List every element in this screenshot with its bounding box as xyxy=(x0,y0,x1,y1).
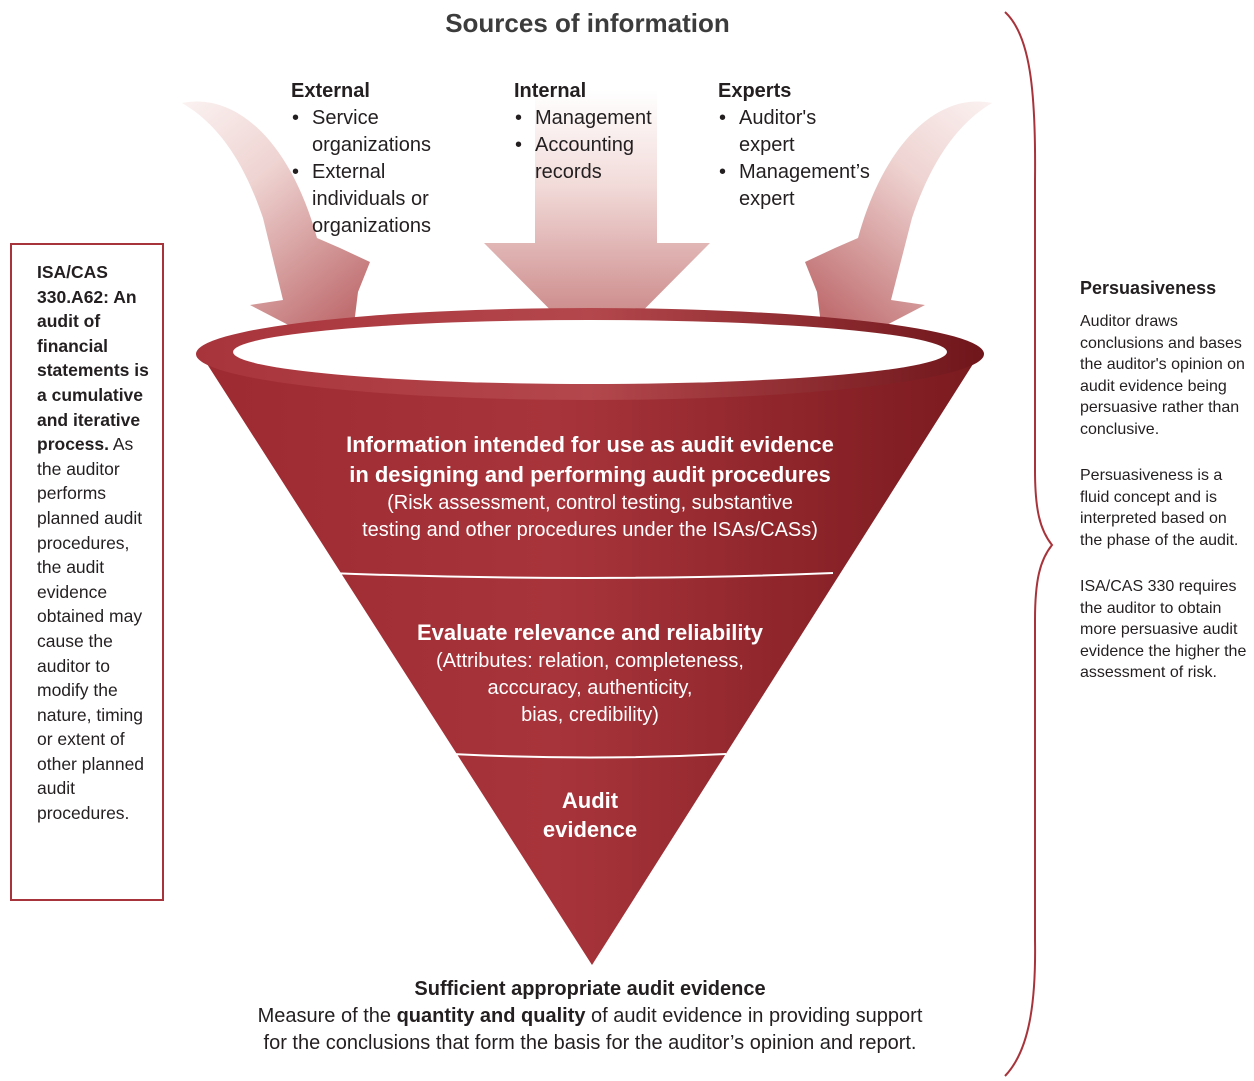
stage-subtext-line: testing and other procedures under the I… xyxy=(362,519,818,541)
bottom-line: Measure of the quantity and quality of a… xyxy=(130,1003,1050,1030)
persuasiveness-paragraph: Auditor draws conclusions and bases the … xyxy=(1080,313,1245,438)
diagram-title: Sources of information xyxy=(445,8,730,38)
stage-heading-line: Information intended for use as audit ev… xyxy=(346,432,834,457)
stage-divider-2 xyxy=(451,753,727,759)
funnel-opening xyxy=(233,320,947,384)
isa-note-bold: ISA/CAS 330.A62: An audit of financial s… xyxy=(37,262,149,455)
source-internal: Internal Management Accounting records xyxy=(514,78,705,186)
stage-divider-1 xyxy=(328,572,834,579)
arrow-external xyxy=(182,101,370,357)
stage-heading-line: in designing and performing audit proced… xyxy=(349,462,831,487)
source-heading: Internal xyxy=(514,80,587,102)
isa-note-box: ISA/CAS 330.A62: An audit of financial s… xyxy=(10,243,164,901)
source-heading: External xyxy=(291,80,370,102)
source-item: Management’s expert xyxy=(718,159,914,213)
source-item: Accounting records xyxy=(514,132,675,186)
stage-subtext-line: (Risk assessment, control testing, subst… xyxy=(387,492,793,514)
curly-brace xyxy=(1004,11,1054,1077)
stage-heading-line: Audit xyxy=(561,788,619,813)
bottom-bold-text: quantity and quality xyxy=(396,1005,586,1027)
source-experts: Experts Auditor's expert Management’s ex… xyxy=(718,78,914,213)
source-item: Service organizations xyxy=(291,105,482,159)
bottom-text: of audit evidence in providing support xyxy=(585,1005,923,1027)
source-item: External individuals or organizations xyxy=(291,159,472,240)
funnel-cone xyxy=(200,353,980,965)
bottom-text: Measure of the xyxy=(257,1005,397,1027)
source-item: Management xyxy=(514,105,705,132)
bottom-line: for the conclusions that form the basis … xyxy=(263,1032,917,1054)
funnel-stage-information: Information intended for use as audit ev… xyxy=(290,430,890,544)
funnel-stage-audit-evidence: Audit evidence xyxy=(490,786,690,844)
stage-subtext-line: acccuracy, authenticity, xyxy=(487,677,693,699)
source-item: Auditor's expert xyxy=(718,105,854,159)
source-heading: Experts xyxy=(718,80,792,102)
persuasiveness-paragraph: ISA/CAS 330 requires the auditor to obta… xyxy=(1080,578,1247,681)
bottom-caption: Sufficient appropriate audit evidence Me… xyxy=(130,976,1050,1057)
source-external: External Service organizations External … xyxy=(291,78,482,240)
stage-heading-line: Evaluate relevance and reliability xyxy=(416,620,764,645)
stage-subtext-line: bias, credibility) xyxy=(521,704,659,726)
arrow-experts xyxy=(805,101,992,357)
isa-note-text: As the auditor performs planned audit pr… xyxy=(37,434,145,824)
persuasiveness-heading: Persuasiveness xyxy=(1080,278,1217,298)
persuasiveness-panel: Persuasiveness Auditor draws conclusions… xyxy=(1080,278,1252,709)
bottom-heading: Sufficient appropriate audit evidence xyxy=(414,978,766,1000)
persuasiveness-paragraph: Persuasiveness is a fluid concept and is… xyxy=(1080,467,1239,549)
funnel-stage-evaluate: Evaluate relevance and reliability (Attr… xyxy=(370,618,810,729)
stage-heading-line: evidence xyxy=(542,817,638,842)
stage-subtext-line: (Attributes: relation, completeness, xyxy=(436,650,744,672)
